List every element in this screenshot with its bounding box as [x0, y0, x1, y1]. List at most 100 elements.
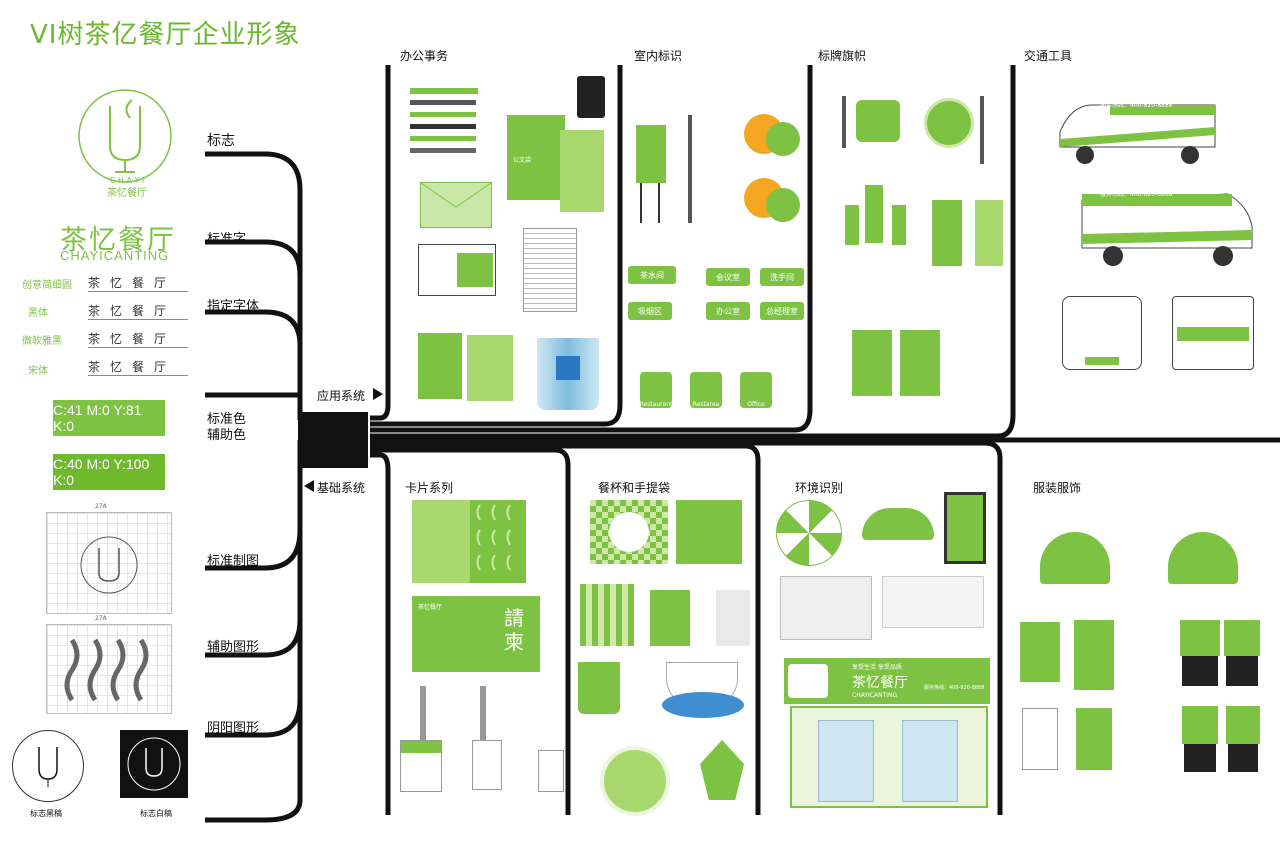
grid-dim-2: 27A — [95, 615, 107, 622]
font-name-1: 创意简细圆 — [22, 280, 72, 291]
logo-black-caption: 标志黑稿 — [30, 809, 62, 818]
square-sign — [856, 100, 900, 142]
aux-color-swatch: C:40 M:0 Y:100 K:0 — [53, 454, 165, 490]
invitation-card: 茶忆餐厅 請柬 — [412, 596, 540, 672]
mug — [578, 662, 620, 714]
van-hotline-1: 服务热线：400-820-8888 — [1100, 102, 1173, 109]
label-font: 指定字体 — [207, 299, 260, 314]
cap-side — [1168, 532, 1238, 584]
section-vehicles: 交通工具 — [1024, 49, 1073, 63]
letter-paper — [523, 228, 577, 312]
font-sample-3: 茶忆餐厅 — [88, 330, 188, 348]
plastic-bag — [716, 590, 750, 646]
envelope — [420, 182, 492, 228]
label-aux-color: 辅助色 — [207, 428, 247, 443]
section-cards: 卡片系列 — [405, 481, 454, 495]
base-system-label: 基础系统 — [317, 481, 366, 495]
van-side-2 — [1078, 186, 1256, 270]
menu-pattern — [676, 500, 742, 564]
placemat-check — [590, 500, 668, 564]
trousers-1 — [1182, 656, 1218, 686]
hanging-sign-restarea: Restarea — [690, 372, 722, 408]
shopping-bag-green — [650, 590, 690, 646]
flag-small — [892, 205, 906, 245]
font-sample-2: 茶忆餐厅 — [88, 302, 188, 320]
recycle-icon — [556, 356, 580, 380]
aux-graphic-drawing — [46, 624, 172, 714]
standard-grid-drawing — [46, 512, 172, 614]
logo-white-caption: 标志白稿 — [140, 809, 172, 818]
shop-tel: 服务热线：400-820-8888 — [924, 685, 985, 691]
lanyard — [420, 686, 426, 740]
badge-2 — [472, 740, 502, 790]
shop-front — [790, 706, 988, 808]
logo-black-version — [12, 730, 84, 802]
logo-seal — [60, 88, 190, 188]
table-flag-2 — [900, 330, 940, 396]
indoor-tag-3: 洗手间 — [760, 268, 804, 286]
shirt-4 — [1226, 706, 1260, 744]
trousers-3 — [1184, 744, 1216, 772]
hanging-sign-office: Office — [740, 372, 772, 408]
small-card — [538, 750, 564, 792]
wall-sign-side — [688, 115, 692, 223]
lanyard — [480, 686, 486, 740]
shirt-2 — [1224, 620, 1260, 656]
shop-sign: 享受生活 享受品质 茶忆餐厅 CHAYICANTING 服务热线：400-820… — [784, 658, 990, 704]
indoor-tag-5: 办公室 — [706, 302, 750, 320]
plate — [609, 512, 649, 552]
brand-name-cn: 茶忆餐厅 — [60, 225, 176, 256]
front-wall — [882, 576, 984, 628]
invitation-chars: 請柬 — [504, 606, 524, 654]
font-name-4: 宋体 — [28, 366, 48, 377]
indoor-standing-sign — [632, 125, 670, 225]
table-flag-1 — [852, 330, 892, 396]
uniform-female — [1020, 622, 1060, 682]
section-office: 办公事务 — [400, 49, 449, 63]
brand-name-en: CHAYICANTING — [60, 248, 170, 263]
section-uniforms: 服装服饰 — [1033, 481, 1082, 495]
banner-standee-2 — [975, 200, 1003, 266]
indoor-tag-2: 会议室 — [706, 268, 750, 286]
font-name-2: 黑体 — [28, 308, 48, 319]
face-sign-2-bg — [766, 188, 800, 222]
document-bag: 公文袋 — [507, 115, 565, 200]
flag-small — [845, 205, 859, 245]
shirt-3 — [1182, 706, 1218, 744]
seal-name: 茶忆餐厅 — [107, 188, 147, 199]
section-signage-flags: 标牌旗帜 — [818, 49, 867, 63]
font-sample-1: 茶忆餐厅 — [88, 274, 188, 292]
van-front — [1062, 296, 1142, 370]
application-system-label: 应用系统 — [317, 389, 366, 403]
envelope-dieline — [418, 244, 496, 296]
sign-post — [842, 96, 846, 148]
trousers-4 — [1228, 744, 1258, 772]
font-name-3: 微软雅黑 — [22, 336, 62, 347]
trousers-2 — [1226, 656, 1258, 686]
uniform-female-2 — [1022, 708, 1058, 770]
clipboard-green — [418, 333, 462, 399]
page-title: VI树茶亿餐厅企业形象 — [30, 20, 301, 50]
document-bag-label: 公文袋 — [513, 157, 532, 164]
pen-item — [410, 112, 476, 117]
shirt-1 — [1180, 620, 1220, 656]
umbrella-top — [776, 500, 842, 566]
shop-slogan: 享受生活 享受品质 — [852, 664, 902, 671]
font-sample-4: 茶忆餐厅 — [88, 358, 188, 376]
label-yinyang: 阴阳图形 — [207, 721, 260, 736]
uniform-male-2 — [1076, 708, 1112, 770]
card-back-pattern — [470, 500, 526, 583]
badge-1 — [400, 740, 442, 792]
sign-post — [980, 96, 984, 164]
card-front — [412, 500, 470, 583]
trash-bin — [537, 338, 599, 410]
face-sign-1-bg — [766, 122, 800, 156]
label-color: 标准色 — [207, 412, 247, 427]
logo-white-version — [120, 730, 188, 798]
menu-stand — [944, 492, 986, 564]
van-side-1 — [1050, 97, 1220, 165]
uniform-male — [1074, 620, 1114, 690]
section-environment: 环境识别 — [795, 481, 844, 495]
pen-holder — [577, 76, 605, 118]
hanging-sign-restaurant: Restaurant — [640, 372, 672, 408]
